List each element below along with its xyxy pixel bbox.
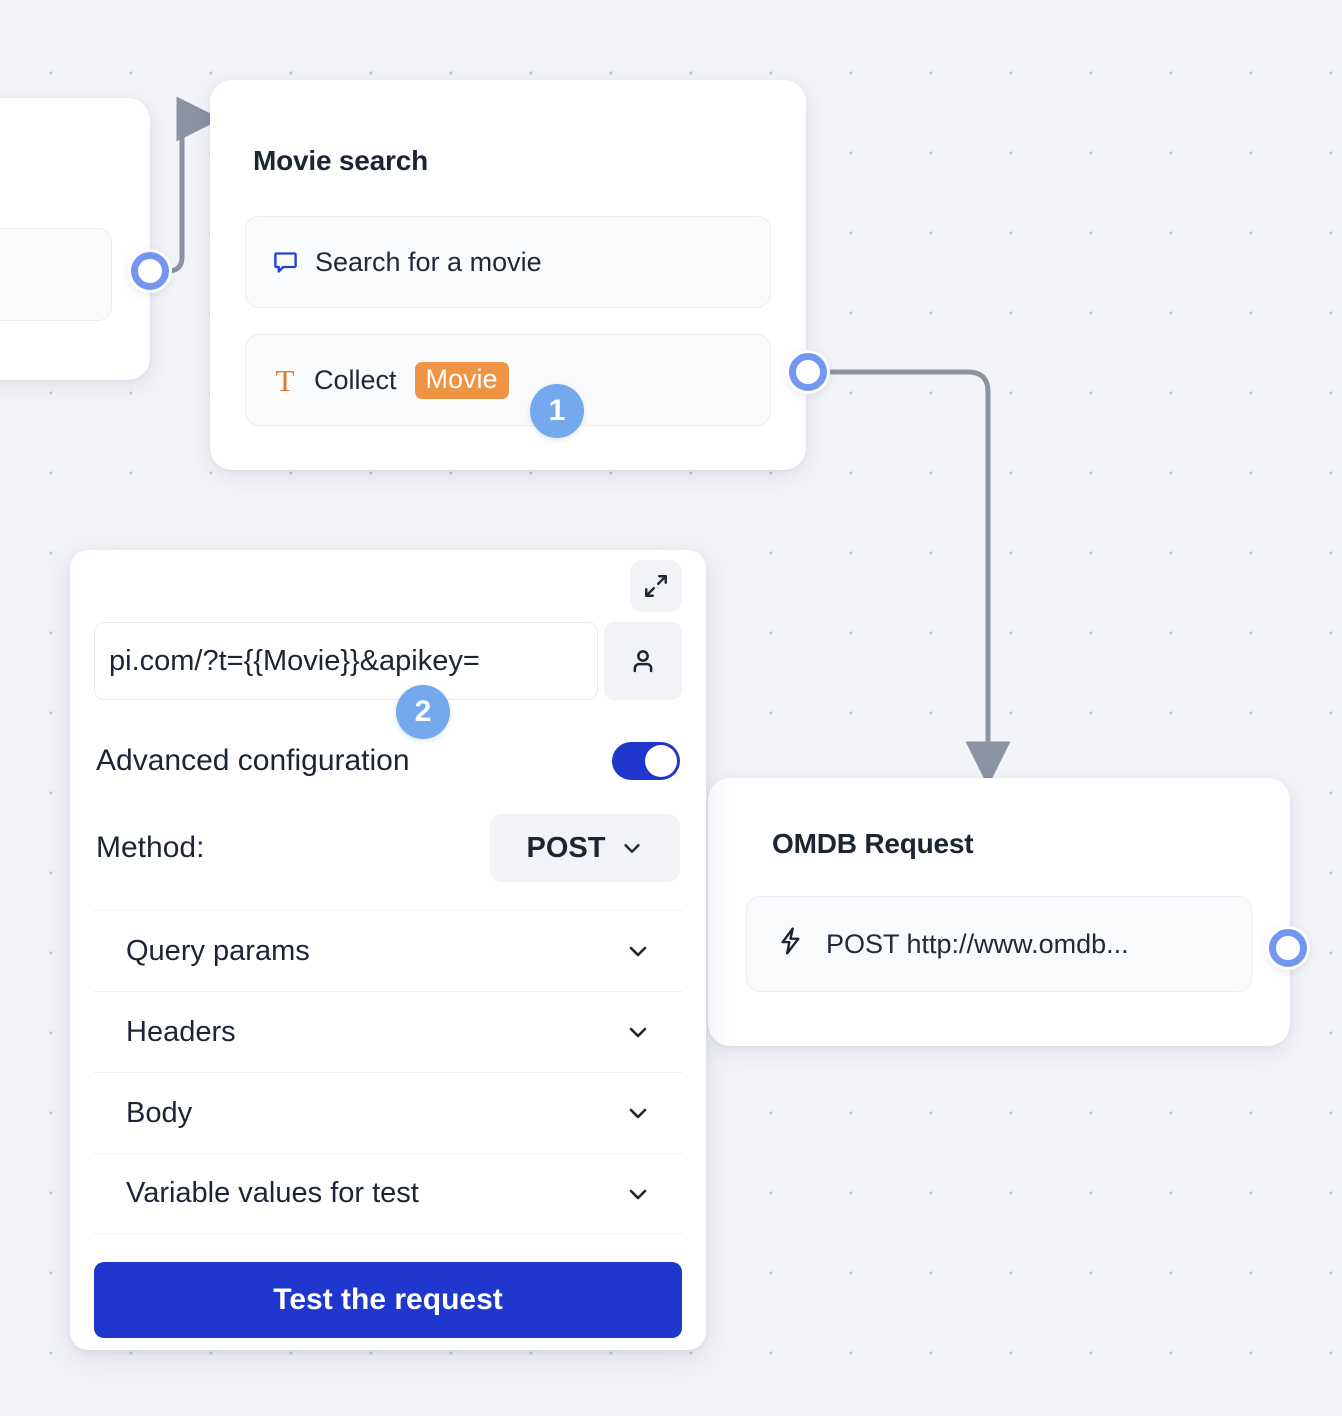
- accordion-item-headers[interactable]: Headers: [94, 991, 682, 1072]
- accordion-item-query-params[interactable]: Query params: [94, 910, 682, 991]
- method-row: Method: POST: [94, 814, 682, 882]
- node-movie-search-title: Movie search: [253, 145, 429, 176]
- accordion-item-body[interactable]: Body: [94, 1072, 682, 1153]
- port-movie-search-output[interactable]: [786, 350, 830, 394]
- edge-movie-search-to-omdb: [828, 369, 1011, 787]
- step-badge-1: 1: [530, 384, 584, 438]
- edge-left-to-movie-search: [152, 96, 222, 274]
- text-type-icon: T: [275, 362, 295, 398]
- row-collect-movie[interactable]: T Collect Movie: [245, 334, 771, 426]
- accordion-item-query-params-label: Query params: [126, 934, 310, 967]
- partial-node-row[interactable]: [0, 228, 112, 321]
- port-left-node-output[interactable]: [128, 249, 172, 293]
- test-the-request-button[interactable]: Test the request: [94, 1262, 682, 1338]
- method-select-value: POST: [526, 831, 606, 864]
- chevron-down-icon: [624, 844, 641, 853]
- row-collect-label: Collect: [314, 364, 397, 395]
- user-icon: [633, 650, 653, 673]
- advanced-configuration-row: Advanced configuration: [94, 742, 682, 780]
- url-user-button[interactable]: [604, 622, 682, 700]
- expand-panel-button[interactable]: [630, 560, 682, 612]
- advanced-configuration-label: Advanced configuration: [96, 744, 410, 777]
- row-omdb-post-request[interactable]: POST http://www.omdb...: [746, 896, 1252, 992]
- accordion-item-body-label: Body: [126, 1096, 193, 1129]
- chevron-down-icon: [629, 946, 647, 957]
- node-omdb-request-title: OMDB Request: [772, 828, 974, 859]
- lightning-bolt-icon: [777, 926, 804, 963]
- chevron-down-icon: [629, 1108, 647, 1119]
- url-row: [94, 622, 682, 700]
- port-omdb-request-output[interactable]: [1266, 926, 1310, 970]
- message-bubble-icon: [272, 249, 299, 276]
- row-search-for-a-movie[interactable]: Search for a movie: [245, 216, 771, 308]
- accordion-item-variable-values[interactable]: Variable values for test: [94, 1153, 682, 1234]
- request-accordion: Query params Headers Body Variable value…: [94, 910, 682, 1234]
- method-label: Method:: [96, 831, 205, 864]
- step-badge-2: 2: [396, 685, 450, 739]
- node-movie-search[interactable]: Movie search Search for a movie T Collec…: [210, 80, 806, 470]
- accordion-item-variable-values-label: Variable values for test: [126, 1177, 419, 1209]
- chevron-down-icon: [629, 1027, 647, 1038]
- partial-node-left[interactable]: [0, 98, 150, 380]
- accordion-item-headers-label: Headers: [126, 1015, 236, 1048]
- row-search-for-a-movie-label: Search for a movie: [315, 246, 542, 277]
- advanced-configuration-toggle[interactable]: [612, 742, 680, 780]
- request-url-input[interactable]: [94, 622, 598, 700]
- request-configuration-panel[interactable]: Advanced configuration Method: POST Quer…: [70, 550, 706, 1350]
- method-select[interactable]: POST: [490, 814, 680, 882]
- variable-chip-movie[interactable]: Movie: [414, 361, 509, 399]
- expand-diagonal-icon: [645, 575, 667, 597]
- node-omdb-request[interactable]: OMDB Request POST http://www.omdb...: [708, 778, 1290, 1046]
- chevron-down-icon: [629, 1189, 647, 1199]
- row-omdb-post-request-label: POST http://www.omdb...: [826, 928, 1129, 959]
